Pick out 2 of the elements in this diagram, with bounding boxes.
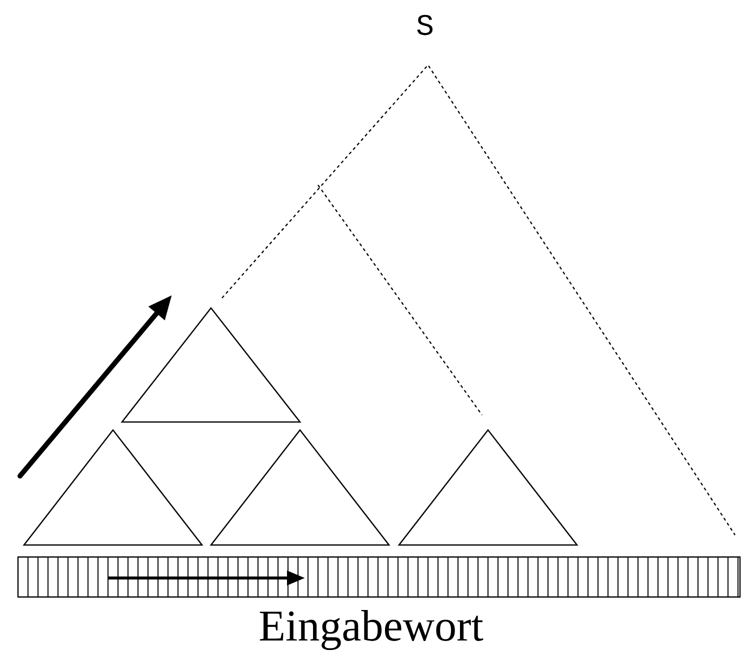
- label-text: Eingabewort: [260, 610, 484, 650]
- label-text: S: [417, 14, 433, 36]
